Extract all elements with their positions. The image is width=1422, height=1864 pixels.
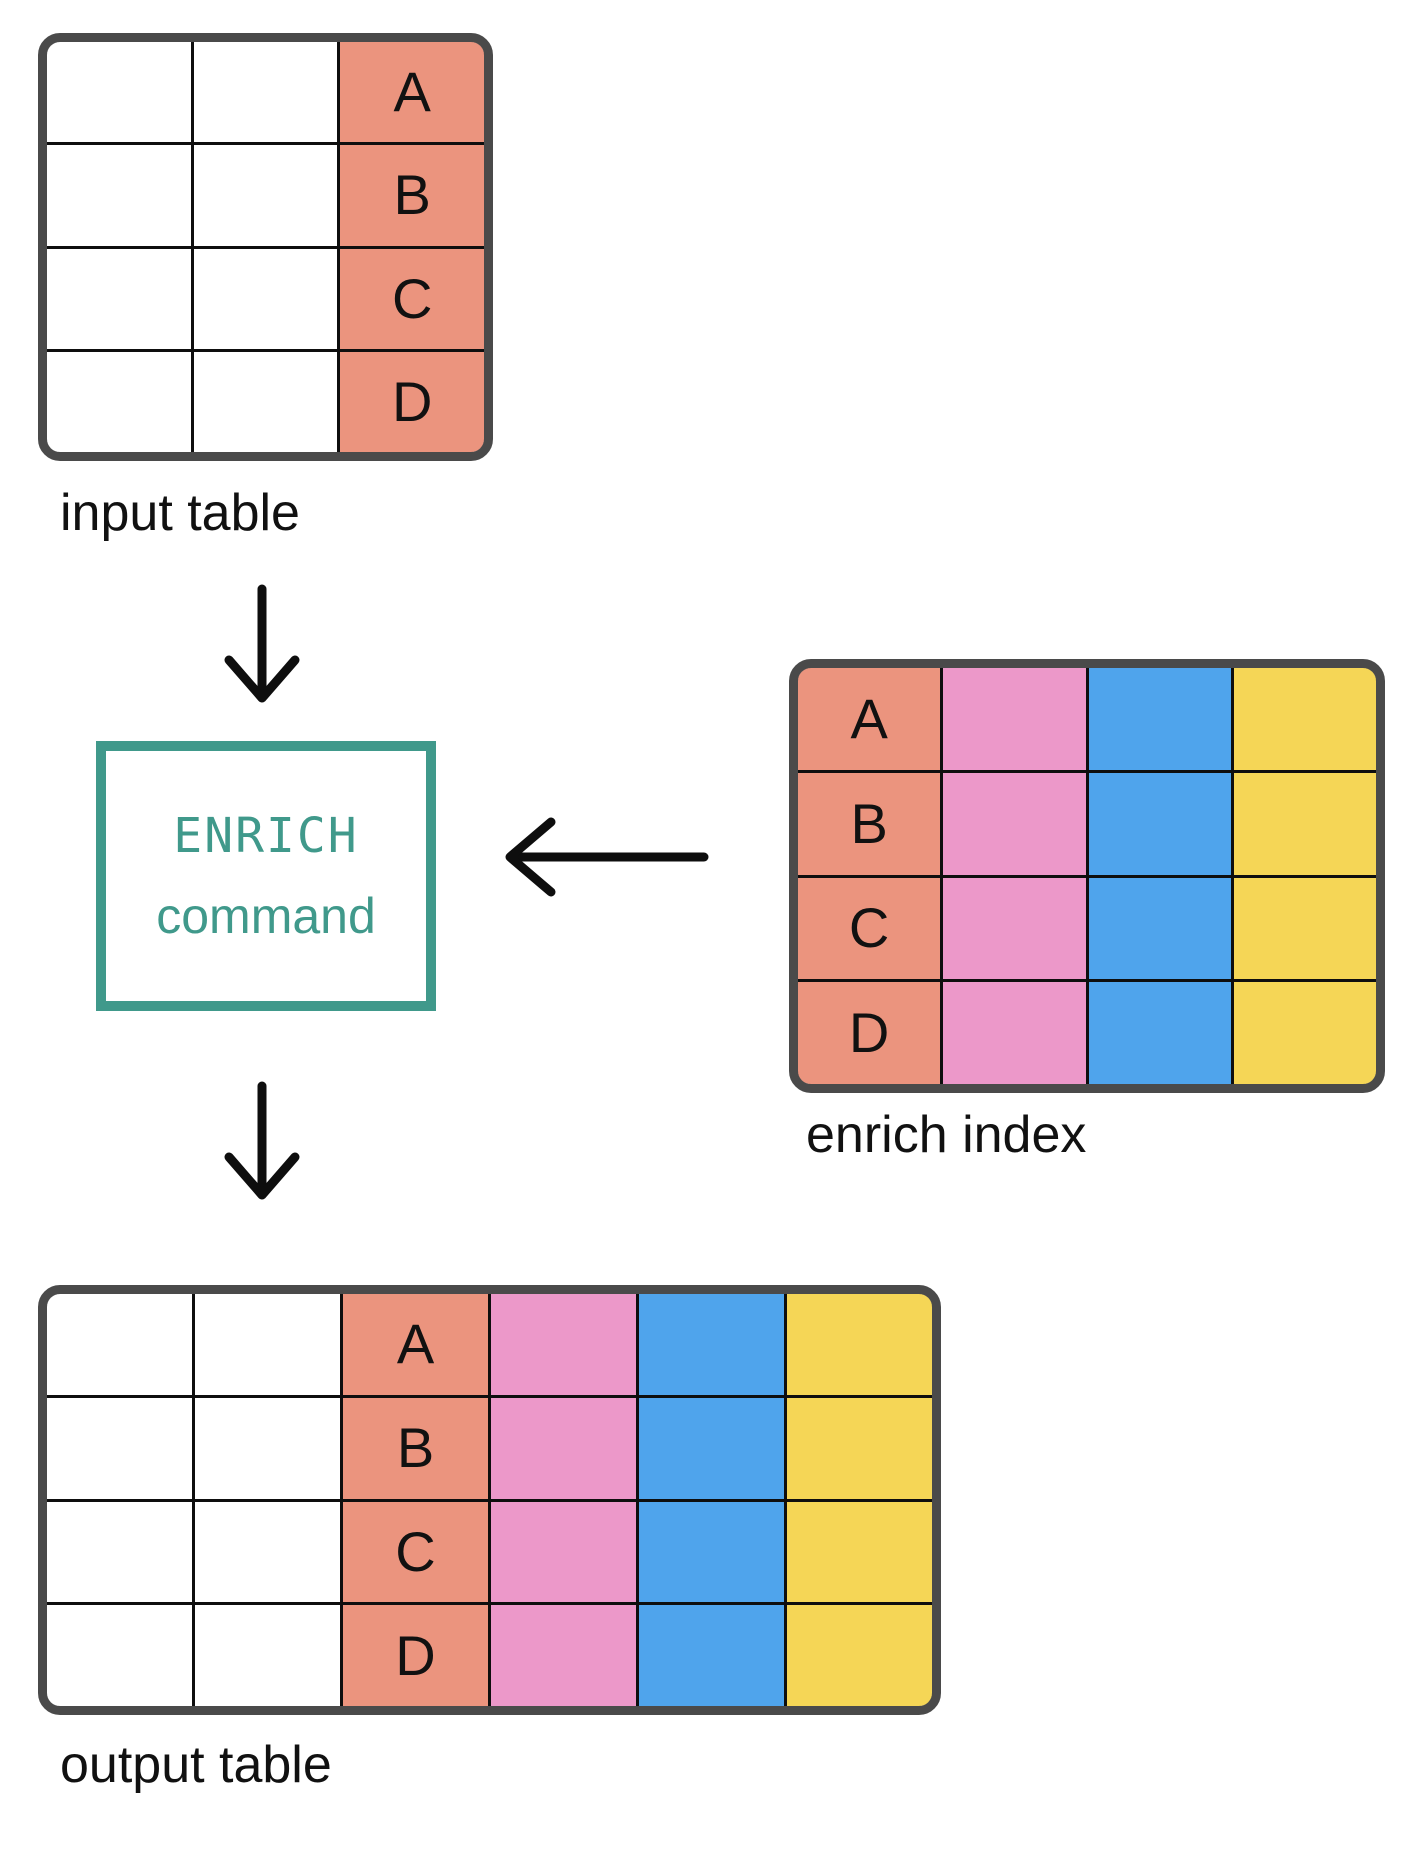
arrow-left-index-to-command-icon bbox=[498, 811, 710, 903]
match-cell: A bbox=[343, 1294, 488, 1395]
enrich-index-grid: A B C D bbox=[798, 668, 1376, 1084]
output-table: A B C D bbox=[38, 1285, 941, 1715]
table-cell bbox=[195, 1397, 340, 1499]
table-cell bbox=[47, 1397, 192, 1499]
enrichment-cell bbox=[943, 668, 1086, 770]
table-cell bbox=[193, 248, 338, 349]
enrichment-cell bbox=[639, 1397, 784, 1499]
enrichment-cell bbox=[787, 1605, 932, 1706]
enrichment-cell bbox=[1088, 982, 1231, 1084]
match-cell: D bbox=[798, 982, 941, 1084]
enrich-index-label: enrich index bbox=[806, 1106, 1087, 1164]
enrich-command-subtitle: command bbox=[156, 888, 376, 944]
enrichment-cell bbox=[1233, 877, 1376, 980]
match-cell: B bbox=[343, 1397, 488, 1499]
enrichment-cell bbox=[1088, 877, 1231, 980]
match-cell: D bbox=[343, 1605, 488, 1706]
enrichment-cell bbox=[491, 1501, 636, 1603]
enrichment-cell bbox=[491, 1397, 636, 1499]
enrichment-cell bbox=[943, 877, 1086, 980]
table-cell bbox=[47, 42, 191, 143]
enrichment-cell bbox=[1233, 982, 1376, 1084]
table-cell bbox=[47, 1294, 192, 1395]
table-cell bbox=[47, 1605, 192, 1706]
enrichment-cell bbox=[787, 1294, 932, 1395]
table-cell bbox=[193, 145, 338, 246]
enrich-command-box: ENRICH command bbox=[96, 741, 436, 1011]
enrichment-cell bbox=[1088, 772, 1231, 875]
enrichment-cell bbox=[491, 1294, 636, 1395]
input-table-label: input table bbox=[60, 484, 300, 542]
input-table-grid: A B C D bbox=[47, 42, 484, 452]
enrichment-cell bbox=[1233, 772, 1376, 875]
enrichment-cell bbox=[1088, 668, 1231, 770]
enrichment-cell bbox=[491, 1605, 636, 1706]
match-cell: C bbox=[340, 248, 484, 349]
table-cell bbox=[47, 1501, 192, 1603]
match-cell: D bbox=[340, 351, 484, 452]
output-table-grid: A B C D bbox=[47, 1294, 932, 1706]
arrow-down-command-to-output-icon bbox=[220, 1080, 304, 1212]
enrichment-cell bbox=[943, 982, 1086, 1084]
table-cell bbox=[193, 42, 338, 143]
arrow-down-input-to-command-icon bbox=[220, 583, 304, 715]
enrichment-cell bbox=[787, 1397, 932, 1499]
enrich-index-table: A B C D bbox=[789, 659, 1385, 1093]
enrich-command-title: ENRICH bbox=[173, 808, 359, 864]
table-cell bbox=[195, 1605, 340, 1706]
match-cell: B bbox=[340, 145, 484, 246]
enrichment-cell bbox=[1233, 668, 1376, 770]
enrichment-cell bbox=[639, 1605, 784, 1706]
table-cell bbox=[193, 351, 338, 452]
match-cell: A bbox=[798, 668, 941, 770]
match-cell: A bbox=[340, 42, 484, 143]
table-cell bbox=[47, 145, 191, 246]
table-cell bbox=[195, 1294, 340, 1395]
enrichment-cell bbox=[639, 1294, 784, 1395]
table-cell bbox=[195, 1501, 340, 1603]
enrichment-cell bbox=[639, 1501, 784, 1603]
enrichment-cell bbox=[943, 772, 1086, 875]
input-table: A B C D bbox=[38, 33, 493, 461]
output-table-label: output table bbox=[60, 1736, 332, 1794]
enrichment-cell bbox=[787, 1501, 932, 1603]
match-cell: B bbox=[798, 772, 941, 875]
table-cell bbox=[47, 351, 191, 452]
match-cell: C bbox=[798, 877, 941, 980]
match-cell: C bbox=[343, 1501, 488, 1603]
table-cell bbox=[47, 248, 191, 349]
